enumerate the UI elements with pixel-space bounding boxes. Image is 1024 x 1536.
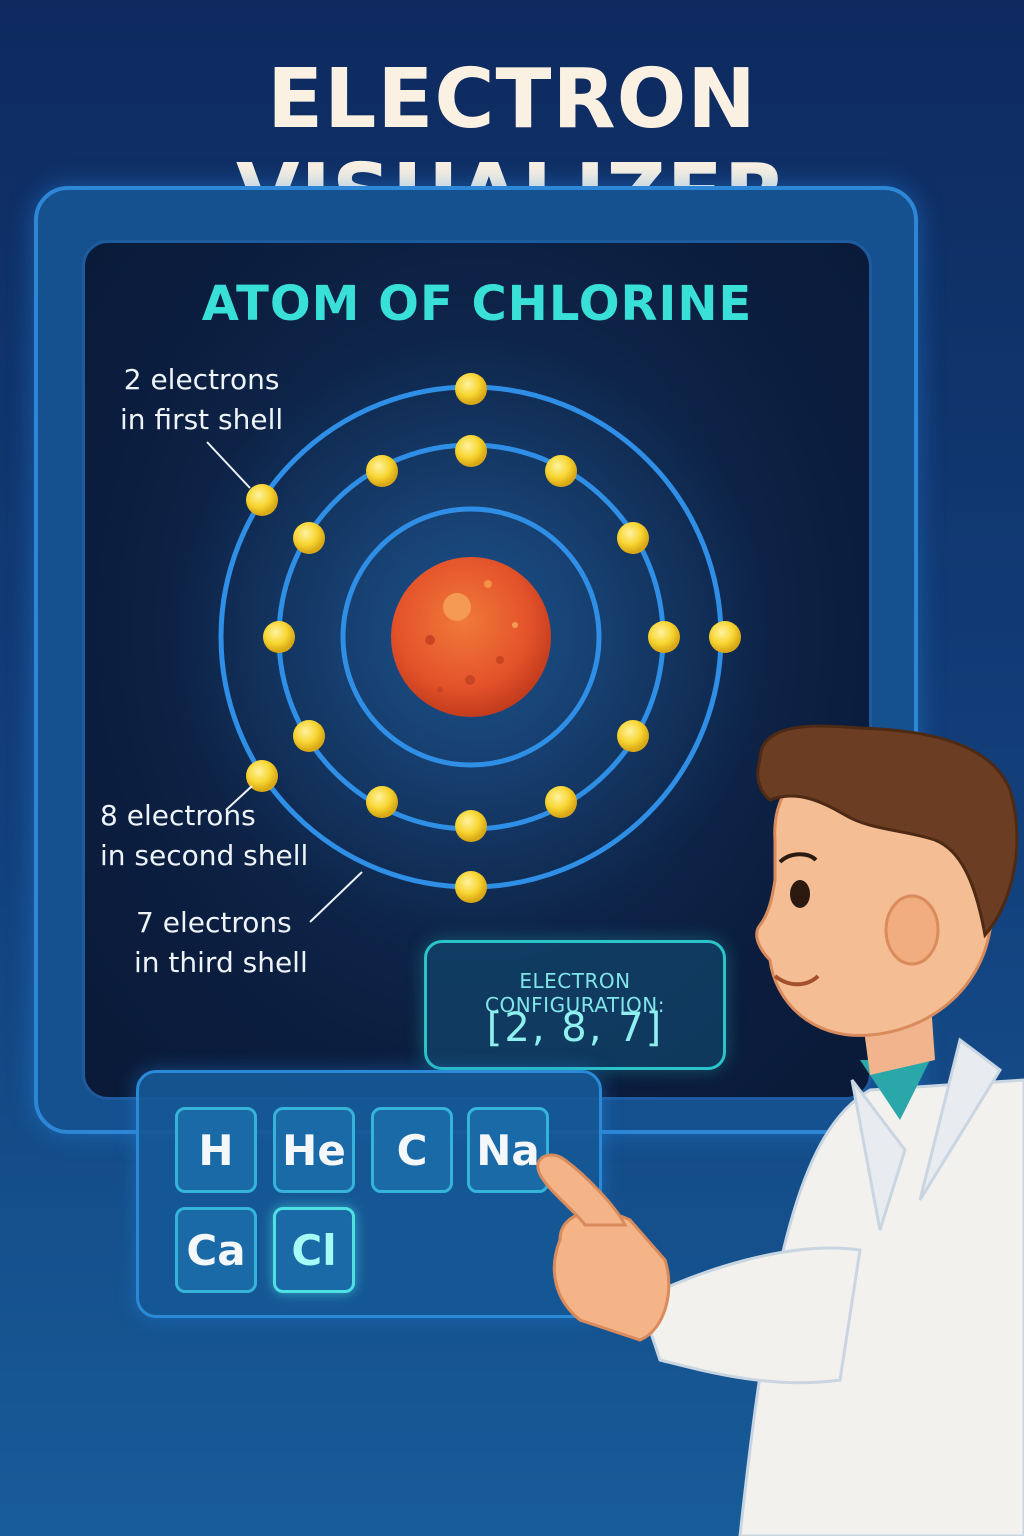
element-button-ca[interactable]: Ca [175,1207,257,1293]
element-button-h[interactable]: H [175,1107,257,1193]
third-shell-label: 7 electrons in third shell [134,903,308,983]
second-shell-label-line1: 8 electrons [100,799,256,832]
second-shell-label-line2: in second shell [100,839,309,872]
lab-coat [738,1078,1024,1536]
element-button-c[interactable]: C [371,1107,453,1193]
element-button-he[interactable]: He [273,1107,355,1193]
second-shell-label: 8 electrons in second shell [100,796,308,876]
first-shell-label: 2 electrons in first shell [120,360,283,440]
third-shell-label-line1: 7 electrons [136,906,292,939]
third-shell-label-line2: in third shell [134,946,308,979]
first-shell-label-line1: 2 electrons [123,363,280,396]
element-button-na[interactable]: Na [467,1107,549,1193]
configuration-value: [2, 8, 7] [486,1005,664,1051]
configuration-label: ELECTRON CONFIGURATION: [485,969,665,1017]
element-button-cl[interactable]: Cl [273,1207,355,1293]
atom-title: ATOM OF CHLORINE [201,276,753,332]
sleeve [638,1246,862,1385]
first-shell-label-line2: in first shell [120,403,284,436]
element-selector-panel: H He C Na Ca Cl [136,1070,602,1318]
electron-configuration-panel: ELECTRON CONFIGURATION: [2, 8, 7] [424,940,726,1070]
